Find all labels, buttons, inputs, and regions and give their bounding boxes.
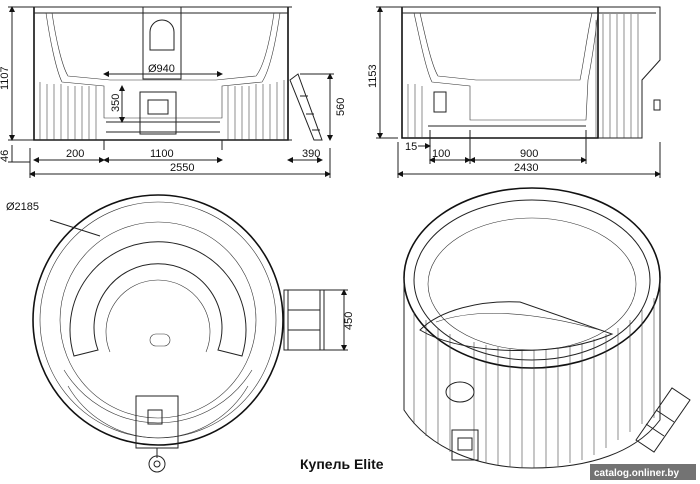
side-dim-total: 2430 — [514, 162, 538, 174]
top-outer-circle — [32, 194, 284, 446]
side-chimney — [598, 6, 661, 139]
iso-chimney — [445, 381, 475, 403]
front-view: 1107 46 Ø940 350 560 200 1100 390 2550 — [0, 6, 347, 178]
front-slats — [39, 80, 285, 140]
iso-seat — [419, 301, 614, 351]
side-dim-900: 900 — [520, 148, 538, 160]
top-drain — [149, 333, 171, 347]
iso-rim — [403, 187, 661, 369]
top-dim-diameter: Ø2185 — [6, 201, 39, 213]
watermark-text: catalog.onliner.by — [594, 468, 679, 479]
top-inner-circle — [59, 221, 257, 419]
watermark: catalog.onliner.by — [590, 464, 696, 480]
side-dim-height: 1153 — [367, 64, 379, 88]
side-pipe — [433, 91, 447, 113]
front-dim-total: 2550 — [170, 162, 194, 174]
top-dim-stair: 450 — [343, 312, 355, 330]
drawing-title: Купель Elite — [300, 456, 384, 472]
front-dim-height: 1107 — [0, 66, 11, 90]
side-tub-outline — [401, 7, 599, 139]
front-dim-left: 200 — [66, 148, 84, 160]
top-view: Ø2185 450 — [6, 194, 355, 473]
side-inner-liner — [413, 12, 599, 121]
iso-stair — [635, 387, 691, 453]
front-dim-step: 560 — [335, 98, 347, 116]
front-dim-heater: 350 — [110, 94, 122, 112]
iso-slats — [413, 298, 655, 468]
front-dim-diameter: Ø940 — [148, 63, 175, 75]
side-view: 1153 15 100 900 2430 — [367, 6, 661, 178]
front-dim-stair: 390 — [302, 148, 320, 160]
front-stair — [289, 73, 323, 141]
top-seat — [69, 241, 247, 357]
side-dim-15: 15 — [405, 141, 417, 153]
side-slats — [407, 14, 639, 138]
top-chimney — [148, 455, 166, 473]
top-stair — [283, 289, 325, 351]
front-stove-door — [139, 91, 177, 135]
iso-stove-door — [451, 429, 479, 461]
front-chimney — [142, 6, 182, 80]
isometric-view — [403, 187, 691, 469]
front-dim-center: 1100 — [150, 148, 174, 160]
front-dim-bottom: 46 — [0, 150, 11, 162]
side-dim-100: 100 — [432, 148, 450, 160]
front-inner-liner — [45, 12, 281, 119]
